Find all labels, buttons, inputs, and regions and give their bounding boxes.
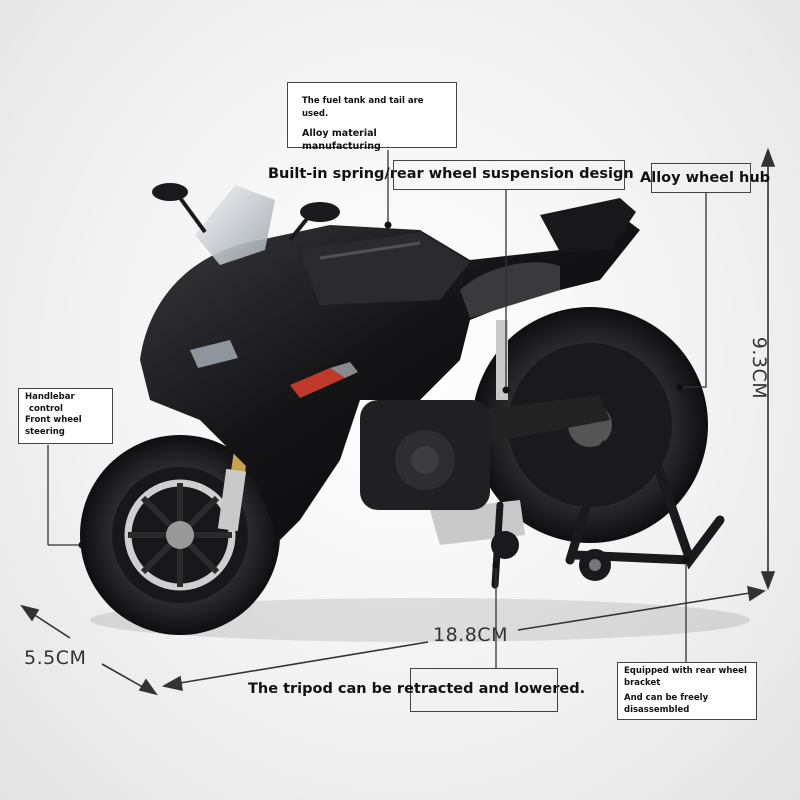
- length-label: 18.8CM: [433, 624, 508, 646]
- tail: [540, 198, 636, 252]
- bracket-callout: Equipped with rear wheel bracket And can…: [617, 662, 757, 720]
- bracket-text-1: Equipped with rear wheel: [624, 666, 747, 676]
- tripod-heading: The tripod can be retracted and lowered.: [248, 681, 586, 697]
- wheel-hub-box-outline: [651, 163, 751, 193]
- width-label: 5.5CM: [24, 647, 87, 669]
- headlight: [190, 340, 238, 368]
- fuel-tank-text-1: The fuel tank and tail are used.: [302, 96, 424, 119]
- suspension-box-outline: [393, 160, 625, 190]
- height-arrow: [760, 147, 776, 591]
- rear-shock: [496, 320, 508, 400]
- ground-shadow: [90, 598, 750, 642]
- wheel-hub-heading: Alloy wheel hub: [640, 170, 771, 186]
- tripod-box-outline: [410, 668, 558, 712]
- windscreen: [195, 185, 275, 265]
- suspension-heading: Built-in spring/rear wheel suspension de…: [268, 166, 634, 182]
- handlebar-callout: Handlebar control Front wheel steering: [18, 388, 113, 444]
- handlebar-text-1: Handlebar: [25, 392, 75, 402]
- engine: [360, 400, 490, 510]
- height-label: 9.3CM: [748, 336, 771, 400]
- seat: [460, 262, 560, 318]
- bracket-text-2: bracket: [624, 677, 661, 688]
- length-arrow: [161, 585, 766, 692]
- fuel-tank-callout: The fuel tank and tail are used. Alloy m…: [287, 82, 457, 152]
- bracket-text-4: disassembled: [624, 704, 690, 715]
- rear-wheel: [472, 307, 708, 543]
- mirrors: [152, 183, 340, 242]
- handlebar-text-2: control: [29, 403, 63, 414]
- handlebar-text-3: Front wheel: [25, 415, 82, 425]
- side-logo: [290, 368, 345, 398]
- handlebar-text-4: steering: [25, 426, 65, 437]
- bracket-text-3: And can be freely: [624, 693, 709, 703]
- fuel-tank-text-3: manufacturing: [302, 141, 381, 152]
- width-arrow: [20, 604, 158, 696]
- fuel-tank: [300, 232, 470, 305]
- fuel-tank-text-2: Alloy material: [302, 128, 377, 139]
